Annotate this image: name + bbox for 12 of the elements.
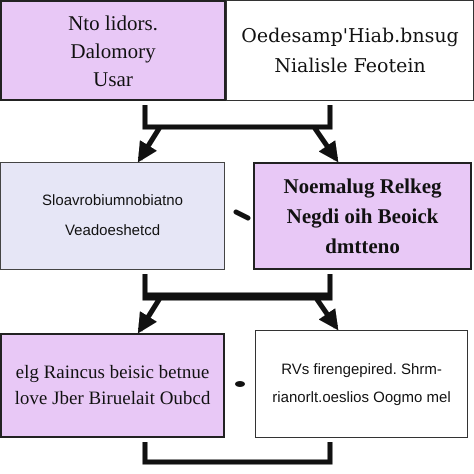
box-text: RVs firengepired. Shrm-rianorlt.oeslios Oogmo mel (271, 360, 452, 408)
process-box (0, 162, 225, 270)
box-text: elg Raincus beisic betnue love Jber Biruelait Oubcd (14, 360, 212, 410)
box-text: Noemalug Relkeg Negdi oih Beoick dmtteno (282, 173, 443, 260)
process-box (253, 162, 472, 270)
box-text: Oedesamp'Hiab.bnsug Nialisle Feotein (240, 24, 460, 78)
process-box (226, 0, 474, 101)
box-text: Sloavrobiumnobiatno Veadoeshetcd (41, 191, 184, 241)
box-text: Nto lidors. Dalomory Usar (67, 10, 159, 92)
process-box (255, 330, 468, 438)
process-box (0, 333, 225, 438)
process-box (0, 0, 226, 101)
